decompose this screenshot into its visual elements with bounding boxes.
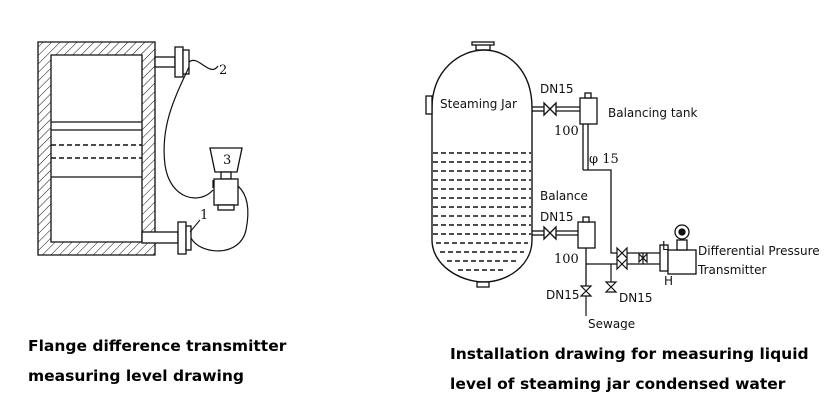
right-caption: Installation drawing for measuring liqui… (450, 339, 830, 399)
label-dn15-left: DN15 (546, 288, 580, 302)
label-dn15-top: DN15 (540, 82, 574, 96)
lower-tap (532, 216, 660, 286)
callout-3: 3 (223, 153, 231, 168)
drain-valves (579, 264, 618, 316)
label-port-h: H (664, 274, 673, 288)
left-side-nozzle (425, 95, 433, 115)
upper-flange (154, 46, 190, 78)
bottom-nozzle (476, 281, 490, 288)
left-tank (37, 41, 156, 256)
right-caption-line1: Installation drawing for measuring liqui… (450, 345, 809, 363)
label-dp-line1: Differential Pressure (698, 244, 820, 258)
callout-1-leader (189, 219, 201, 233)
left-caption-line1: Flange difference transmitter (28, 337, 287, 355)
callout-1: 1 (200, 208, 208, 223)
callout-2: 2 (219, 63, 227, 78)
left-caption-line2: measuring level drawing (28, 367, 244, 385)
label-balancing-tank: Balancing tank (608, 106, 698, 120)
label-100-bottom: 100 (554, 252, 579, 267)
capillary-tubes (163, 59, 249, 252)
right-caption-line2: level of steaming jar condensed water (450, 375, 786, 393)
dp-transmitter (659, 224, 697, 275)
label-100-top: 100 (554, 124, 579, 139)
left-level-lines (51, 121, 142, 178)
label-port-l: L (662, 239, 669, 253)
transmitter-manifold (616, 246, 648, 271)
left-caption: Flange difference transmitter measuring … (28, 331, 328, 391)
steaming-jar-vessel (431, 49, 533, 283)
condensate-level (433, 152, 531, 271)
label-dn15-mid: DN15 (540, 210, 574, 224)
label-sewage: Sewage (588, 317, 635, 330)
label-dp-line2: Transmitter (697, 263, 767, 277)
diagram-canvas: 3 2 1 (37, 41, 820, 330)
label-steaming-jar: Steaming Jar (440, 97, 517, 111)
lower-flange (141, 221, 192, 255)
upper-tap (532, 92, 598, 170)
label-balance: Balance (540, 189, 588, 203)
label-dn15-right: DN15 (619, 291, 653, 305)
transmitter-3 (209, 147, 243, 211)
impulse-line-high (583, 169, 660, 254)
top-nozzle (471, 41, 495, 51)
label-phi15: φ 15 (589, 152, 619, 167)
